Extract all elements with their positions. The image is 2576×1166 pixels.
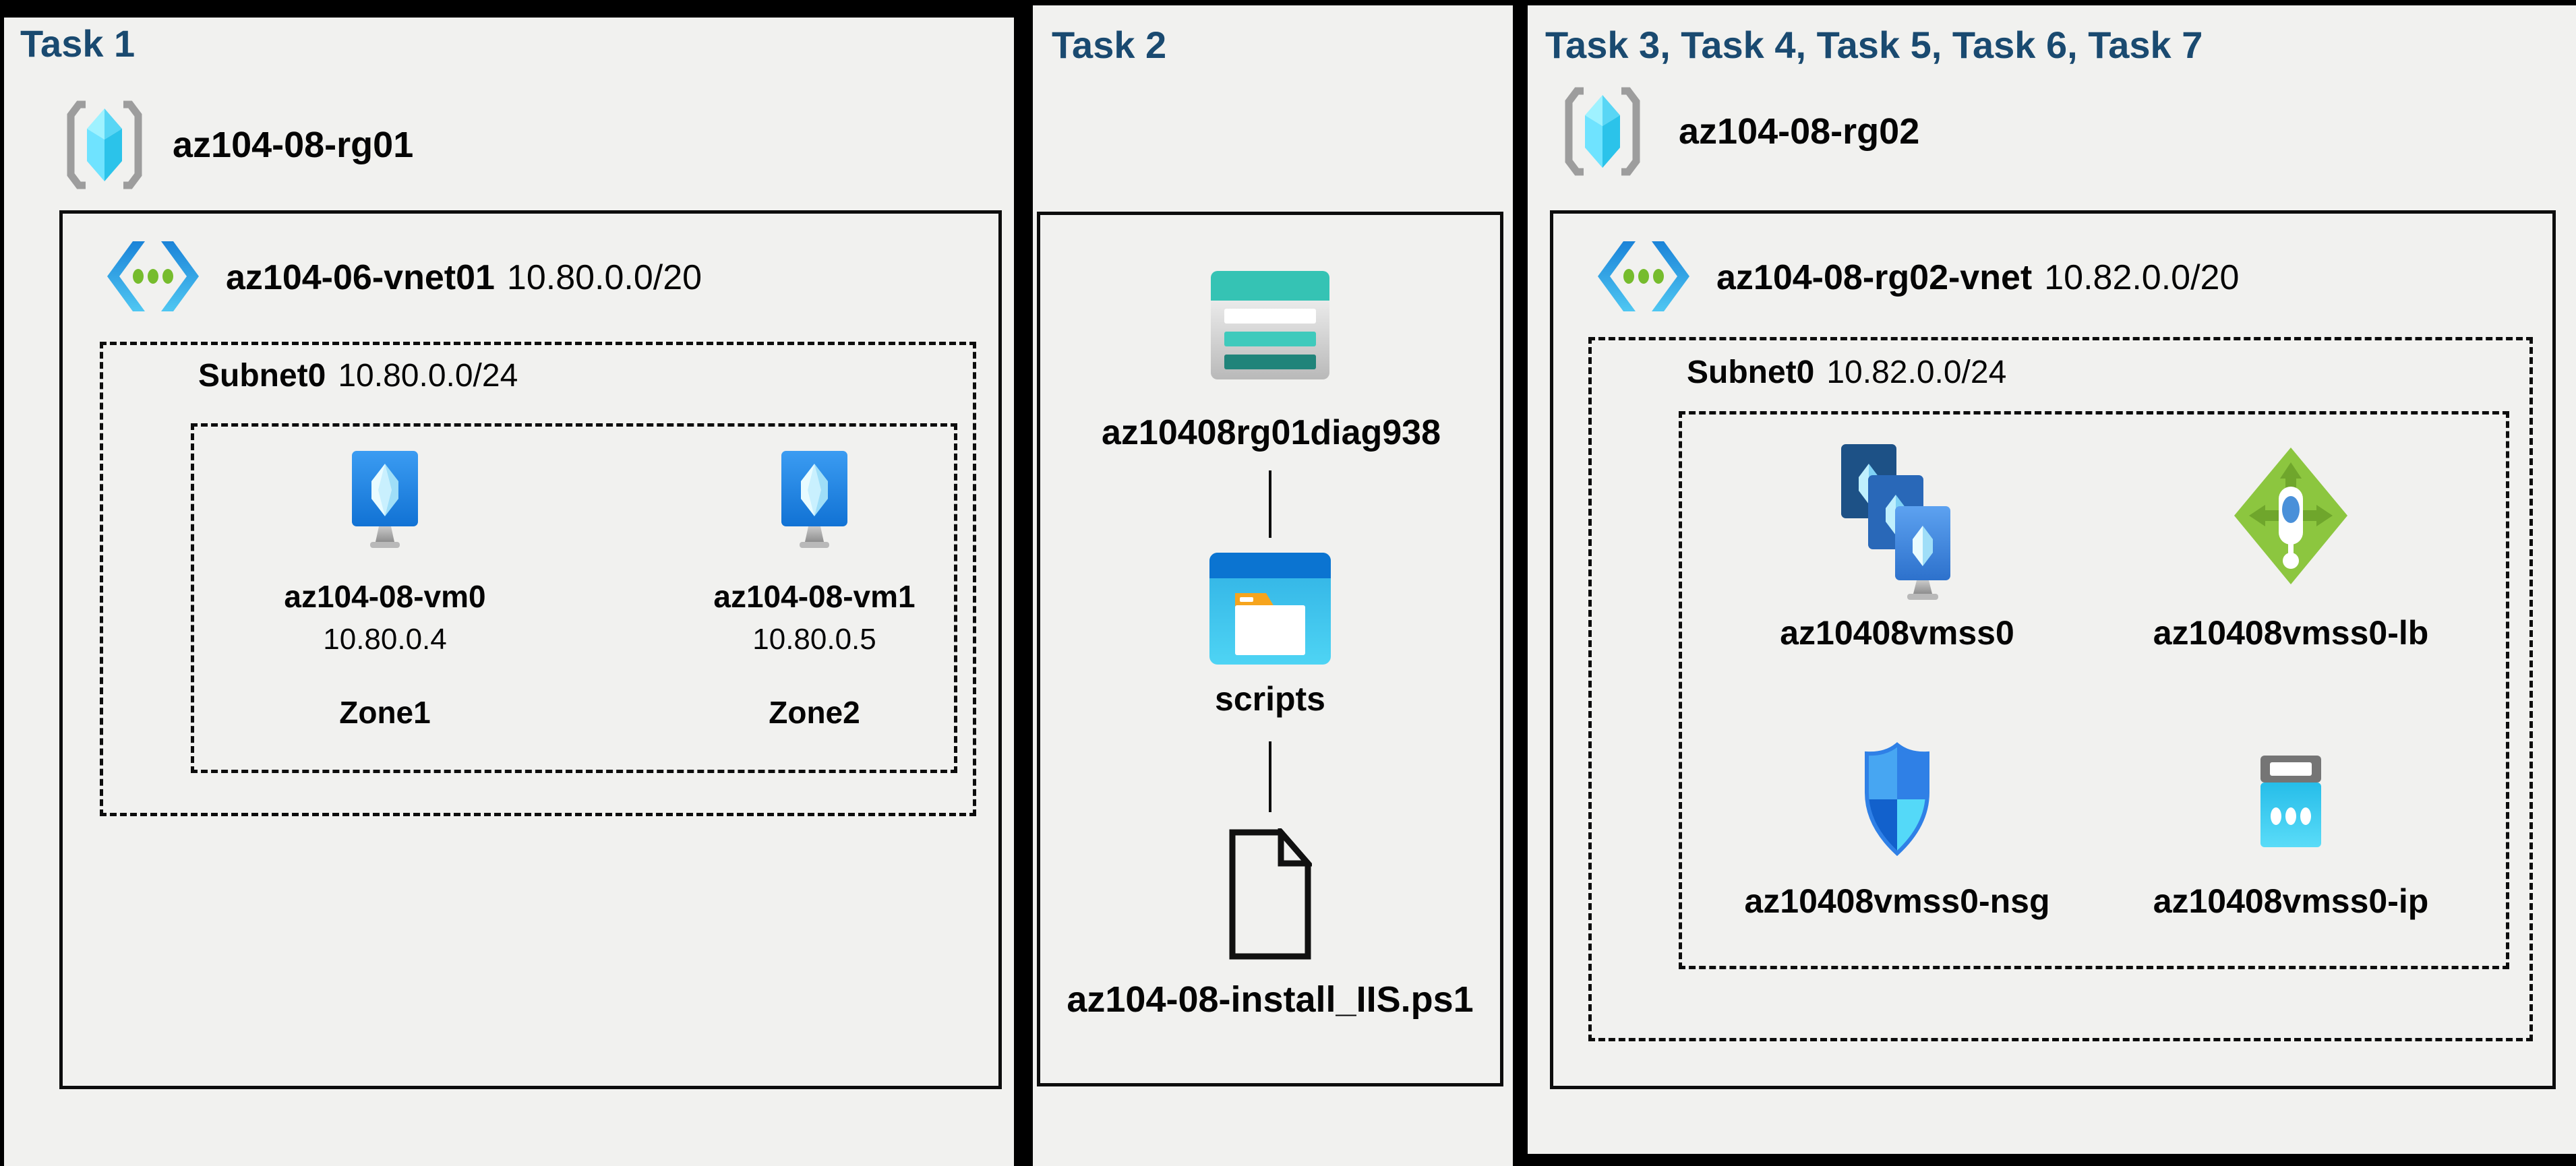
file-name: az104-08-install_IIS.ps1 xyxy=(1067,979,1474,1020)
subnet-cidr: 10.82.0.0/24 xyxy=(1826,355,2007,390)
nsg-name: az10408vmss0-nsg xyxy=(1744,882,2050,920)
task3-panel: Task 3, Task 4, Task 5, Task 6, Task 7 a… xyxy=(1528,5,2576,1154)
vmss-name: az10408vmss0 xyxy=(1780,614,2014,652)
task1-title: Task 1 xyxy=(20,22,136,65)
vm-scale-set-icon xyxy=(1841,444,1950,600)
virtual-machine-icon xyxy=(352,451,418,548)
vm-zone: Zone1 xyxy=(339,695,431,730)
vm-name: az104-08-vm0 xyxy=(284,579,486,614)
connector-line xyxy=(1269,741,1271,812)
vm-name: az104-08-vm1 xyxy=(713,579,916,614)
resource-group-icon xyxy=(67,100,142,189)
container-name: scripts xyxy=(1215,680,1325,718)
vmss-resources-box xyxy=(1679,411,2509,969)
storage-account-icon xyxy=(1211,271,1329,379)
subnet-box xyxy=(1588,337,2533,1041)
subnet-label: Subnet0 10.80.0.0/24 xyxy=(198,357,518,394)
virtual-machine-icon xyxy=(781,451,847,548)
network-security-group-icon xyxy=(1865,742,1929,857)
task2-panel: Task 2 az10408rg01diag938 scripts xyxy=(1033,5,1513,1166)
vm-zone: Zone2 xyxy=(769,695,860,730)
load-balancer-name: az10408vmss0-lb xyxy=(2153,614,2429,652)
task2-title: Task 2 xyxy=(1052,24,1167,66)
task3-title: Task 3, Task 4, Task 5, Task 6, Task 7 xyxy=(1545,24,2203,66)
vnet-box xyxy=(1550,210,2556,1089)
subnet-label: Subnet0 10.82.0.0/24 xyxy=(1687,354,2006,391)
storage-box xyxy=(1037,212,1503,1086)
vnet-name: az104-08-rg02-vnet xyxy=(1716,258,2033,297)
load-balancer-icon xyxy=(2234,448,2347,584)
storage-account-name: az10408rg01diag938 xyxy=(1102,413,1441,452)
subnet-name: Subnet0 xyxy=(198,358,326,394)
subnet-box xyxy=(100,342,976,816)
subnet-name: Subnet0 xyxy=(1687,355,1815,390)
vm-ip: 10.80.0.5 xyxy=(752,623,876,656)
blob-container-icon xyxy=(1209,553,1331,665)
resource-group-name: az104-08-rg01 xyxy=(173,125,414,165)
vnet-label: az104-08-rg02-vnet 10.82.0.0/20 xyxy=(1716,244,2239,311)
vnet-name: az104-06-vnet01 xyxy=(226,258,495,297)
vnet-cidr: 10.82.0.0/20 xyxy=(2044,258,2240,297)
subnet-cidr: 10.80.0.0/24 xyxy=(338,358,518,394)
file-icon xyxy=(1229,828,1312,960)
vnet-cidr: 10.80.0.0/20 xyxy=(506,258,702,297)
resource-group-name: az104-08-rg02 xyxy=(1679,111,1920,152)
resource-group-icon xyxy=(1565,87,1640,176)
availability-zone-box xyxy=(191,423,957,773)
vm-ip: 10.80.0.4 xyxy=(323,623,447,656)
connector-line xyxy=(1269,470,1271,538)
public-ip-icon xyxy=(2260,756,2321,847)
virtual-network-icon xyxy=(107,241,199,311)
task1-panel: Task 1 az104-08-rg01 az104-06-vnet01 10.8… xyxy=(4,18,1014,1166)
vnet-label: az104-06-vnet01 10.80.0.0/20 xyxy=(226,244,702,311)
virtual-network-icon xyxy=(1598,241,1689,311)
vnet-box xyxy=(59,210,1002,1089)
public-ip-name: az10408vmss0-ip xyxy=(2153,882,2429,920)
